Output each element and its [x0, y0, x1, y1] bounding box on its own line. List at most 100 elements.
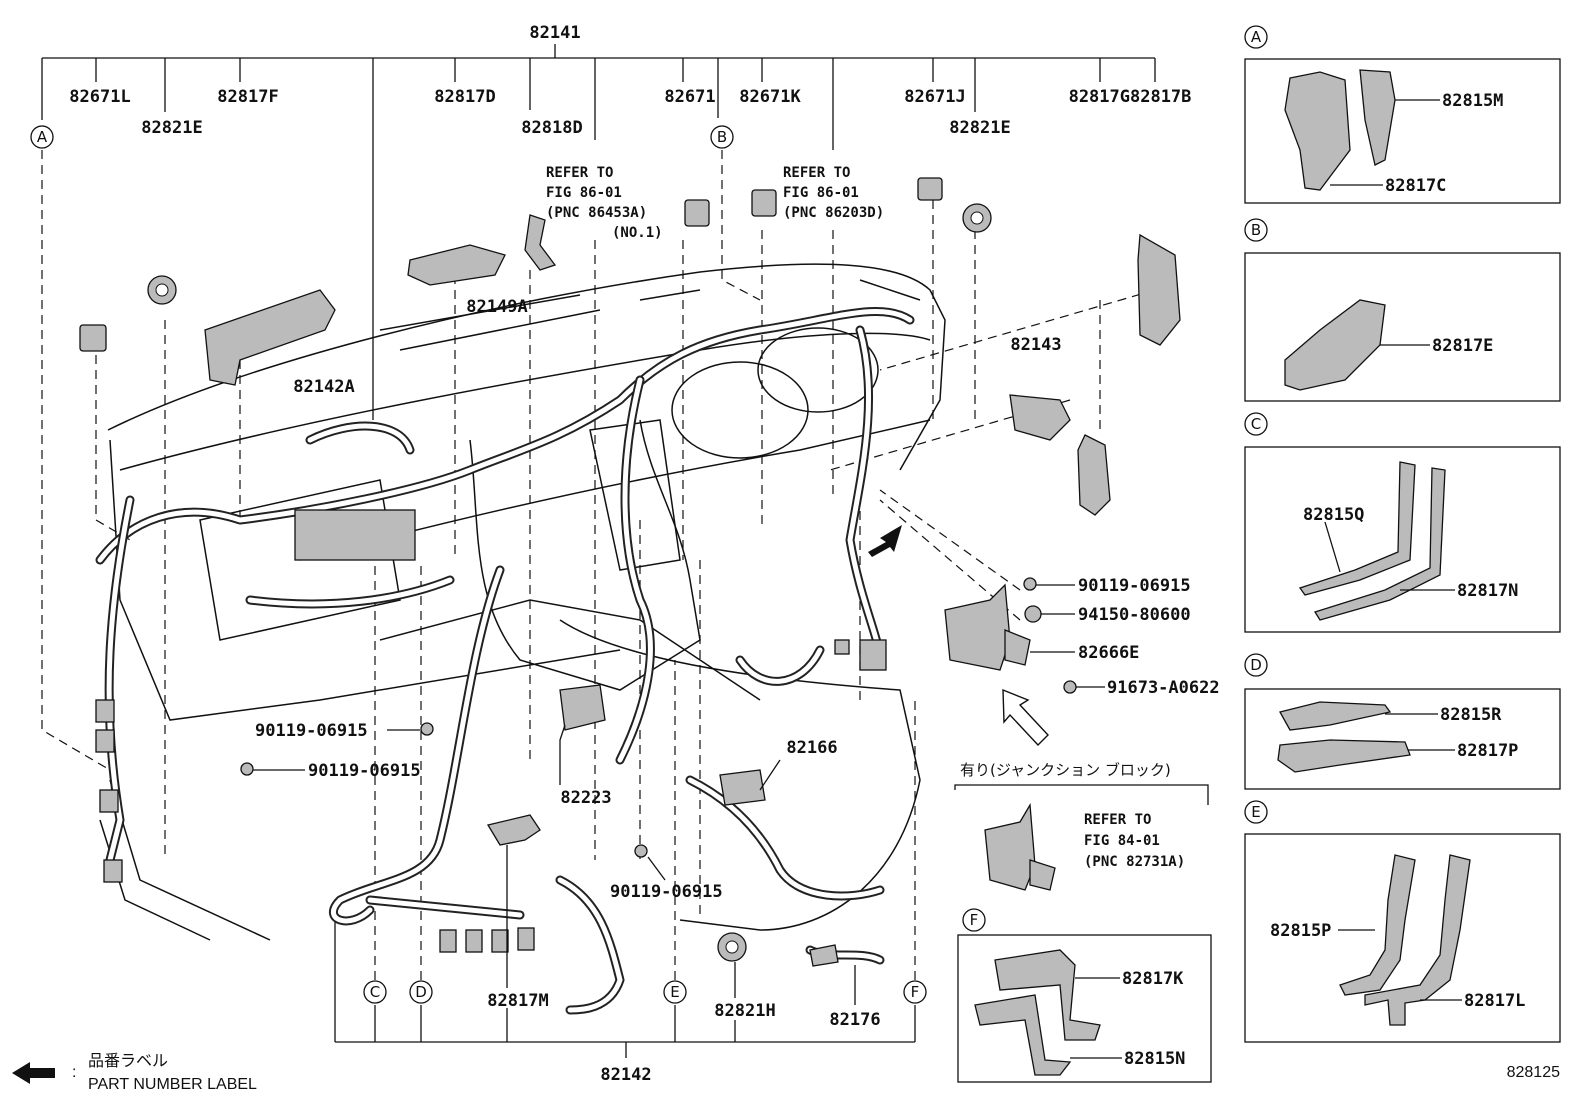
refer-mid-line2: FIG 86-01 [783, 185, 859, 201]
inset-F-label-82815N: 82815N [1124, 1049, 1185, 1069]
callout-A-letter: A [37, 128, 48, 146]
connector-82671L-part [79, 324, 107, 352]
label-82821E-left: 82821E [141, 118, 202, 138]
inset-A-label-82817C: 82817C [1385, 176, 1446, 196]
label-82671L: 82671L [69, 87, 130, 107]
bolt-90119-c-part [634, 844, 648, 858]
inset-A-part-82815M [1359, 69, 1396, 166]
inset-B: B 82817E [1244, 218, 1561, 402]
protector-82817G-part [1137, 233, 1181, 346]
jb-82666E-part [944, 583, 1011, 671]
legend-colon: : [72, 1064, 76, 1081]
junction-block-note: 有り(ジャンクション ブロック) REFER TO FIG 84-01 (PNC… [954, 761, 1209, 891]
right-labels: 90119-06915 94150-80600 82666E 91673-A06… [1030, 576, 1220, 698]
callout-D-letter: D [415, 983, 427, 1001]
inset-A-label-82815M: 82815M [1442, 91, 1503, 111]
connector-left1-part [95, 699, 115, 723]
jb-note-text: 有り(ジャンクション ブロック) [960, 761, 1171, 779]
label-90119-06915-c: 90119-06915 [610, 882, 723, 902]
inset-F-part-82817K [994, 949, 1101, 1041]
main-harness [95, 306, 915, 1015]
legend-jp: 品番ラベル [88, 1052, 168, 1070]
inset-D: D 82815R 82817P [1244, 653, 1561, 790]
refer-left-line1: REFER TO [546, 165, 613, 181]
refer-jb-line1: REFER TO [1084, 812, 1151, 828]
refer-left-line3: (PNC 86453A) [546, 205, 647, 221]
callout-E-main: E [663, 980, 687, 1004]
bracket-82143-part [1009, 394, 1071, 441]
inset-D-frame [1244, 688, 1561, 790]
bracket-82143b-part [1077, 434, 1111, 516]
inset-B-letter: B [1251, 221, 1261, 239]
label-82223: 82223 [560, 788, 611, 808]
relay-block-part [294, 509, 416, 561]
part-number-label-arrow [868, 525, 902, 557]
inset-F: F 82817K 82815N [957, 908, 1212, 1083]
inset-C-part-82817N [1314, 467, 1446, 621]
connector-82671J-part [917, 177, 943, 201]
refer-jb-line2: FIG 84-01 [1084, 833, 1160, 849]
callout-C-main: C [363, 980, 387, 1004]
refer-mid: REFER TO FIG 86-01 (PNC 86203D) [783, 165, 884, 221]
clamp-82818D-part [524, 214, 557, 271]
inset-E-part-82815P [1339, 854, 1416, 996]
connector-d3-part [491, 929, 509, 953]
label-90119-06915-l2: 90119-06915 [308, 761, 421, 781]
dashed-leaders [41, 150, 1156, 980]
callout-F-letter: F [911, 983, 920, 1001]
label-82671J: 82671J [904, 87, 965, 107]
inset-C: C 82815Q 82817N [1244, 412, 1561, 633]
label-94150-80600: 94150-80600 [1078, 605, 1191, 625]
inset-A-frame [1244, 58, 1561, 204]
callout-F-main: F [903, 980, 927, 1004]
callout-C-letter: C [370, 983, 380, 1001]
inset-D-label-82815R: 82815R [1440, 705, 1502, 725]
label-82817G82817B: 82817G82817B [1069, 87, 1192, 107]
inset-A-letter: A [1251, 28, 1262, 46]
connector-82671-part [684, 199, 710, 227]
legend: : 品番ラベル PART NUMBER LABEL [12, 1052, 257, 1093]
jb-ref-cover [1029, 859, 1056, 891]
inset-A: A 82815M 82817C [1244, 25, 1561, 204]
legend-arrow-icon [12, 1062, 55, 1084]
inset-F-label-82817K: 82817K [1122, 969, 1184, 989]
inset-D-label-82817P: 82817P [1457, 741, 1518, 761]
callout-D-main: D [409, 980, 433, 1004]
refer-left-line4: (NO.1) [612, 225, 663, 241]
connector-left4-part [103, 859, 123, 883]
label-82142: 82142 [600, 1065, 651, 1085]
callout-B-letter: B [717, 128, 727, 146]
callout-B-main: B [710, 125, 734, 149]
label-82671: 82671 [664, 87, 715, 107]
refer-left: REFER TO FIG 86-01 (PNC 86453A) (NO.1) [546, 165, 663, 241]
connector-d4-part [517, 927, 535, 951]
label-82666E: 82666E [1078, 643, 1139, 663]
label-82817D: 82817D [434, 87, 495, 107]
inset-B-frame [1244, 252, 1561, 402]
label-91673-A0622: 91673-A0622 [1107, 678, 1220, 698]
callout-A-main: A [30, 125, 54, 149]
screw-91673-part [1063, 680, 1077, 694]
legend-en: PART NUMBER LABEL [88, 1076, 257, 1093]
inset-E: E 82815P 82817L [1244, 800, 1561, 1043]
label-82821H: 82821H [714, 1001, 775, 1021]
jb-cover-part [1004, 629, 1031, 666]
jb-ref-part [984, 802, 1036, 891]
inset-C-part-82815Q [1298, 461, 1416, 596]
connector-82176-part [809, 944, 839, 967]
bolt-90119-l2-part [240, 762, 254, 776]
bottom-bracket: 82142 [334, 905, 916, 1085]
inset-C-label-82815Q: 82815Q [1303, 505, 1364, 525]
inset-F-part-82815N [974, 994, 1072, 1076]
inset-B-label-82817E: 82817E [1432, 336, 1493, 356]
inset-A-part-82817C [1284, 71, 1351, 191]
label-82166: 82166 [786, 738, 837, 758]
inset-E-letter: E [1251, 803, 1260, 821]
jb-hollow-arrow [1002, 688, 1049, 747]
top-bracket: 82141 [41, 23, 1156, 420]
connector-82223-part [559, 684, 606, 731]
figure-number: 828125 [1507, 1064, 1560, 1081]
refer-jb-line3: (PNC 82731A) [1084, 854, 1185, 870]
label-82817M: 82817M [487, 991, 548, 1011]
